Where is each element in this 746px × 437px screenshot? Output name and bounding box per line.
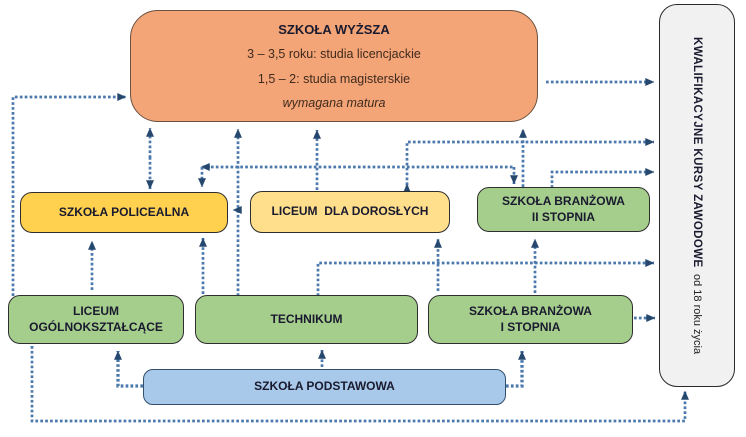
- kkz-subtitle: od 18 roku życia: [691, 273, 703, 354]
- box-liceum-ogolnoksztalcace: LICEUM OGÓLNOKSZTAŁCĄCE: [8, 295, 184, 344]
- box-kwalifikacyjne-kursy-zawodowe: KWALIFIKACYJNE KURSY ZAWODOWE od 18 roku…: [659, 4, 735, 387]
- box-liceum-dla-doroslych: LICEUM DLA DOROSŁYCH: [250, 191, 450, 233]
- box-szkola-branzowa-1-stopnia: SZKOŁA BRANŻOWA I STOPNIA: [428, 295, 633, 344]
- policealna-label: SZKOŁA POLICEALNA: [58, 204, 190, 219]
- wyzsza-line-2: 1,5 – 2: studia magisterskie: [257, 71, 411, 86]
- branzowa2-label: SZKOŁA BRANŻOWA II STOPNIA: [502, 193, 625, 224]
- arrow-podstawowa-to-branzowa1: [506, 350, 526, 388]
- box-szkola-wyzsza: SZKOŁA WYŻSZA 3 – 3,5 roku: studia licen…: [130, 10, 538, 122]
- kkz-title: KWALIFIKACYJNE KURSY ZAWODOWE: [691, 37, 703, 268]
- wyzsza-line-3: wymagana matura: [282, 95, 386, 110]
- box-szkola-branzowa-2-stopnia: SZKOŁA BRANŻOWA II STOPNIA: [477, 187, 650, 232]
- podstawowa-label: SZKOŁA PODSTAWOWA: [254, 379, 395, 394]
- ogolno-label: LICEUM OGÓLNOKSZTAŁCĄCE: [29, 303, 163, 334]
- technikum-label: TECHNIKUM: [270, 311, 343, 326]
- box-szkola-podstawowa: SZKOŁA PODSTAWOWA: [143, 369, 506, 405]
- arrow-technikum-to-kkz: [316, 259, 655, 296]
- branzowa1-label: SZKOŁA BRANŻOWA I STOPNIA: [469, 303, 592, 334]
- kkz-vertical-text: KWALIFIKACYJNE KURSY ZAWODOWE od 18 roku…: [691, 5, 703, 386]
- box-technikum: TECHNIKUM: [195, 295, 418, 344]
- box-szkola-policealna: SZKOŁA POLICEALNA: [20, 192, 228, 233]
- wyzsza-title: SZKOŁA WYŻSZA: [278, 22, 390, 38]
- wyzsza-line-1: 3 – 3,5 roku: studia licencjackie: [247, 47, 421, 62]
- arrow-branzowa2-to-kkz: [550, 168, 655, 188]
- arrow-dorosli-to-kkz: [405, 138, 655, 190]
- arrow-podstawowa-to-ogolnoksztalcace: [114, 350, 143, 388]
- dorosli-label: LICEUM DLA DOROSŁYCH: [271, 204, 429, 219]
